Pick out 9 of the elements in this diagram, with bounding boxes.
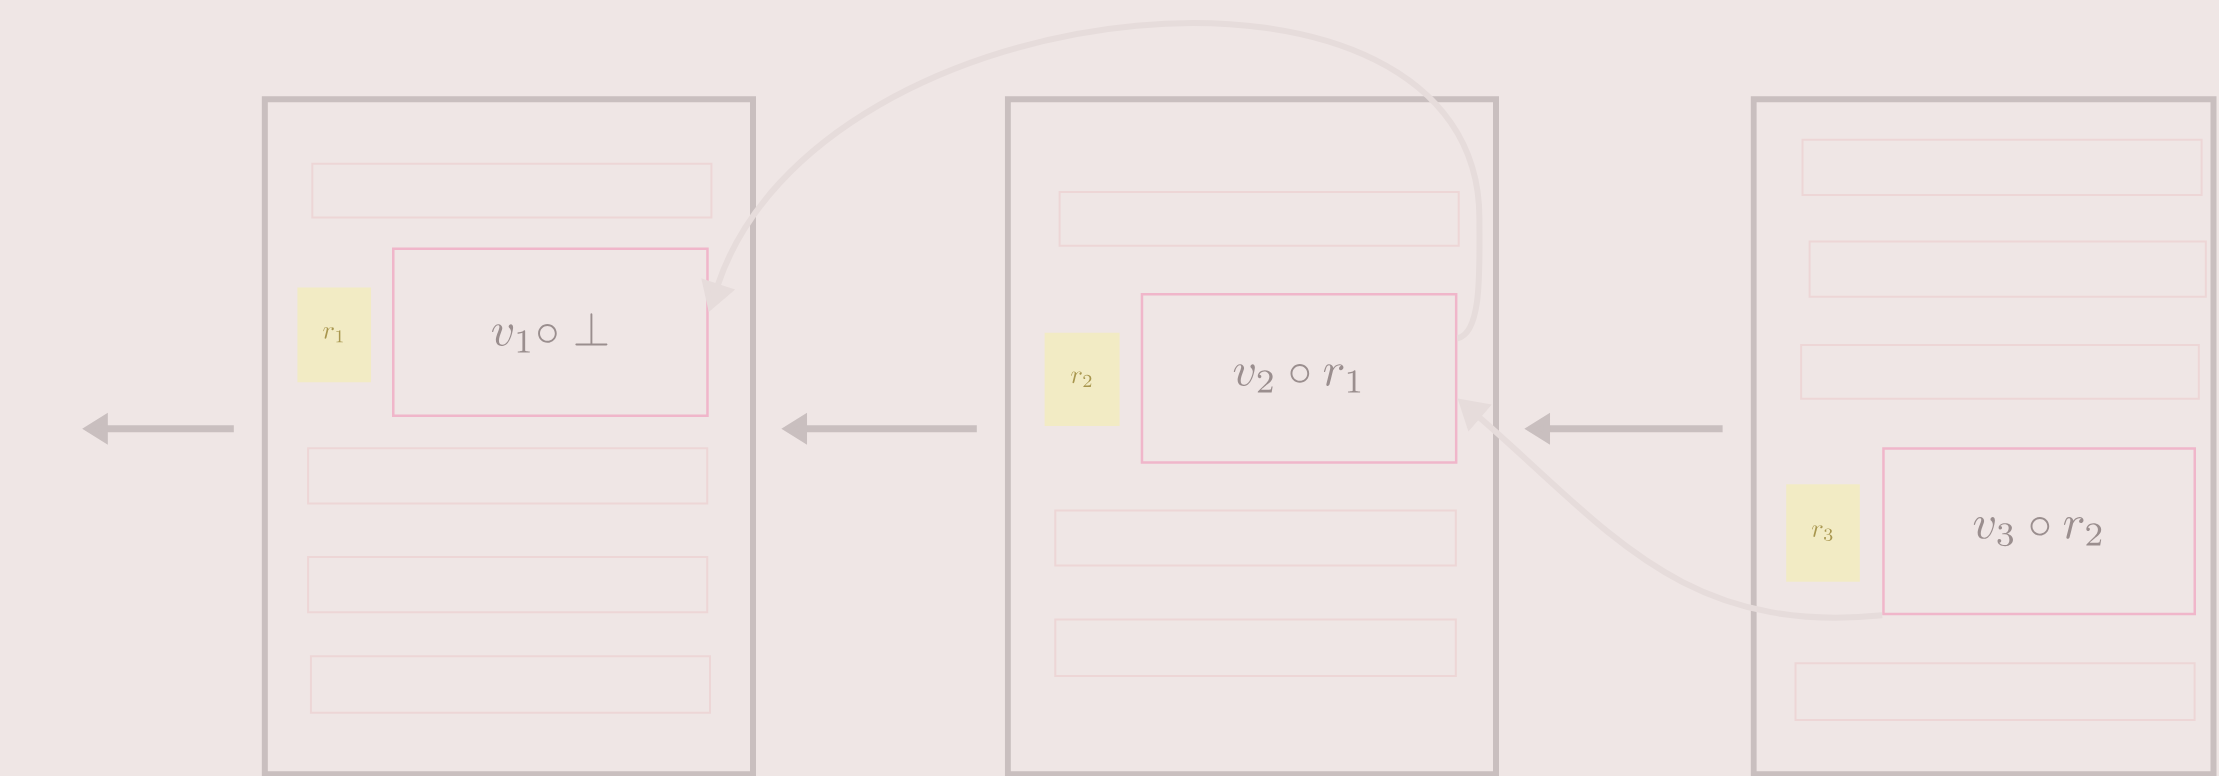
- value-box: $v_2 \circ r_1$: [1140, 292, 1458, 464]
- register-tag: $r_1$: [297, 287, 371, 383]
- register-tag: $r_2$: [1044, 332, 1120, 427]
- value-box: $v_3 \circ r_2$: [1882, 447, 2196, 616]
- value-box: $v_1 \circ \perp$: [392, 247, 709, 418]
- page-box: [261, 96, 756, 776]
- page-box: [1004, 96, 1499, 776]
- page-box: [1750, 96, 2217, 776]
- register-tag: $r_3$: [1786, 484, 1860, 582]
